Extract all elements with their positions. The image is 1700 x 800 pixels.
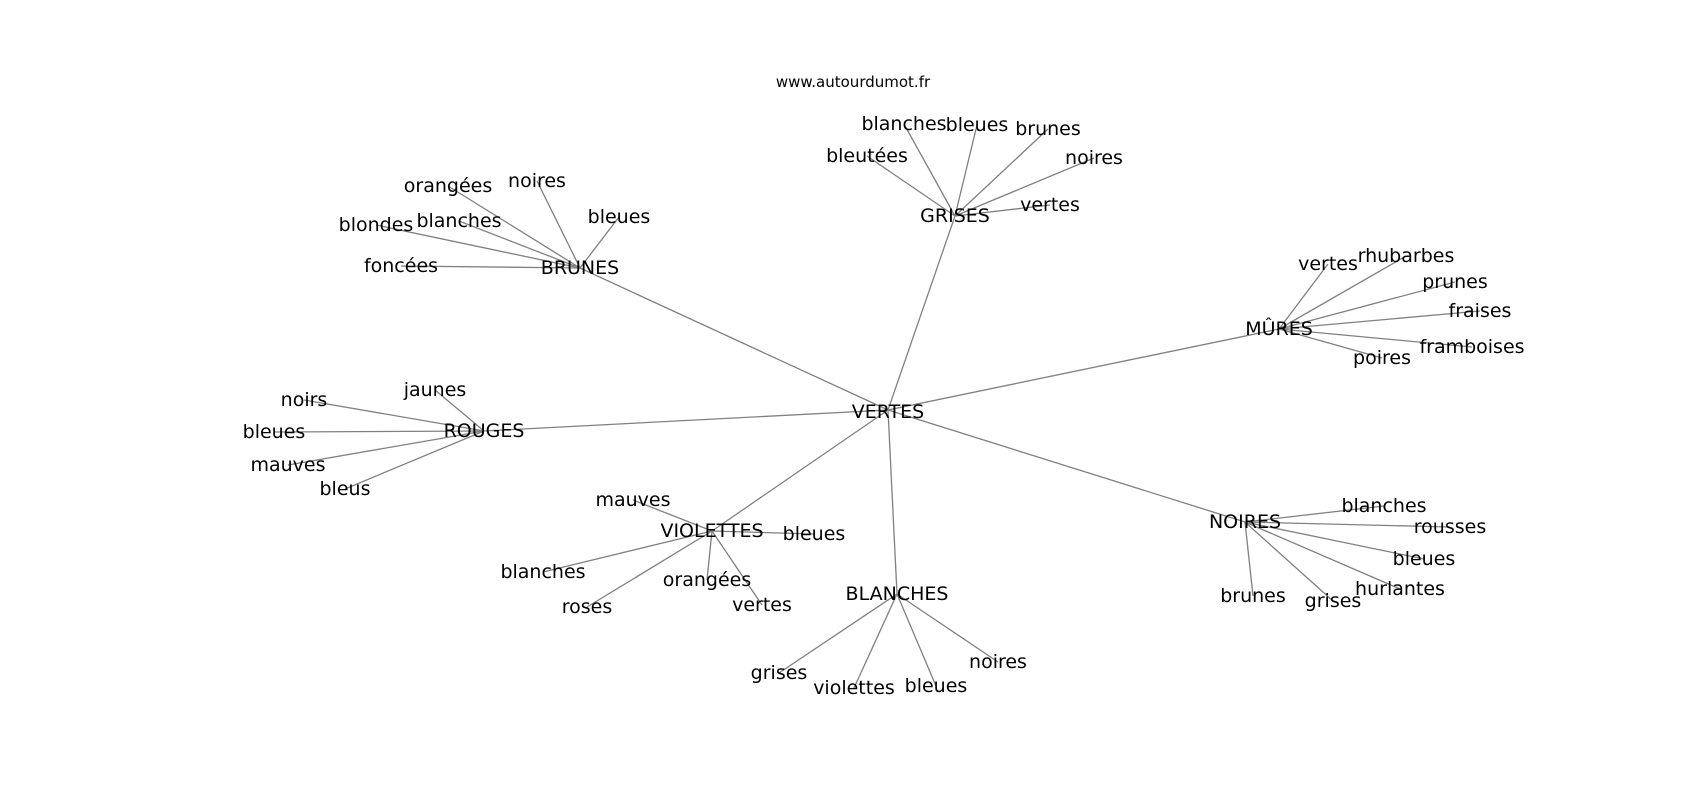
edge-cluster-to-word	[778, 593, 898, 674]
edge-cluster-to-word	[579, 216, 620, 269]
word-node-label: jaunes	[403, 379, 467, 401]
edge-cluster-to-word	[447, 185, 581, 269]
word-node-label: mauves	[250, 454, 325, 476]
cluster-node-label: NOIRES	[1209, 511, 1281, 533]
cluster-node-label: BRUNES	[541, 257, 619, 279]
edge-cluster-to-word	[1278, 310, 1481, 330]
center-node-label: VERTES	[852, 401, 925, 423]
word-node-label: rousses	[1414, 516, 1486, 538]
edge-cluster-to-word	[434, 389, 485, 432]
site-url: www.autourdumot.fr	[776, 73, 931, 91]
word-node-label: bleues	[946, 114, 1009, 136]
edge-center-to-cluster	[887, 215, 956, 411]
edge-cluster-to-word	[896, 593, 937, 687]
edge-cluster-to-word	[954, 128, 1049, 217]
word-node-label: foncées	[364, 255, 438, 277]
word-node-label: noires	[1065, 147, 1123, 169]
edge-cluster-to-word	[287, 430, 485, 466]
word-node-label: noirs	[281, 389, 328, 411]
word-node-label: bleues	[1393, 548, 1456, 570]
word-node-label: bleues	[905, 675, 968, 697]
word-node-label: bleues	[783, 523, 846, 545]
word-node-label: hurlantes	[1355, 578, 1445, 600]
edge-cluster-to-word	[896, 593, 999, 663]
word-node-label: fraises	[1449, 300, 1512, 322]
edge-cluster-to-word	[954, 204, 1051, 217]
edges-layer	[273, 123, 1481, 689]
word-node-label: grises	[1305, 590, 1362, 612]
cluster-node-label: VIOLETTES	[660, 520, 763, 542]
edge-cluster-to-word	[711, 530, 763, 606]
word-node-label: blanches	[500, 561, 585, 583]
word-node-label: roses	[562, 596, 613, 618]
edge-cluster-to-word	[706, 530, 713, 581]
edge-cluster-to-word	[1244, 521, 1451, 528]
edge-cluster-to-word	[1278, 281, 1456, 330]
word-node-label: vertes	[1020, 194, 1080, 216]
edge-center-to-cluster	[887, 409, 1246, 523]
edge-cluster-to-word	[375, 224, 581, 269]
edge-cluster-to-word	[542, 530, 713, 573]
word-node-label: rhubarbes	[1358, 245, 1455, 267]
cluster-node-label: GRISES	[920, 205, 990, 227]
edge-cluster-to-word	[853, 593, 898, 689]
edge-center-to-cluster	[711, 409, 889, 532]
edge-cluster-to-word	[954, 157, 1095, 217]
edge-center-to-cluster	[887, 328, 1280, 411]
word-node-label: vertes	[1298, 253, 1358, 275]
word-node-label: brunes	[1015, 118, 1081, 140]
word-node-label: orangées	[404, 175, 492, 197]
cluster-node-label: ROUGES	[444, 420, 525, 442]
edge-cluster-to-word	[903, 123, 956, 217]
word-node-label: bleutées	[826, 145, 908, 167]
edge-center-to-cluster	[483, 409, 889, 432]
word-node-label: mauves	[595, 489, 670, 511]
word-node-label: orangées	[663, 569, 751, 591]
edge-cluster-to-word	[1278, 263, 1329, 330]
cluster-node-label: BLANCHES	[846, 583, 949, 605]
word-node-label: blondes	[339, 214, 414, 236]
edge-cluster-to-word	[400, 265, 581, 269]
edge-cluster-to-word	[632, 499, 713, 532]
word-node-label: violettes	[813, 677, 895, 699]
edge-cluster-to-word	[1244, 505, 1385, 523]
edge-cluster-to-word	[1244, 521, 1254, 597]
edge-cluster-to-word	[344, 430, 485, 490]
word-node-label: prunes	[1422, 271, 1488, 293]
word-node-label: vertes	[732, 594, 792, 616]
edge-cluster-to-word	[273, 430, 485, 433]
edge-cluster-to-word	[866, 155, 956, 217]
word-node-label: bleus	[320, 478, 371, 500]
word-node-label: grises	[751, 662, 808, 684]
word-node-label: noires	[969, 651, 1027, 673]
word-node-label: framboises	[1419, 336, 1524, 358]
word-node-label: brunes	[1220, 585, 1286, 607]
cluster-node-label: MÛRES	[1245, 316, 1313, 340]
edge-center-to-cluster	[887, 409, 898, 595]
word-node-label: poires	[1353, 347, 1411, 369]
edge-cluster-to-word	[1244, 521, 1425, 560]
word-node-label: blanches	[861, 113, 946, 135]
word-node-label: bleues	[588, 206, 651, 228]
edge-cluster-to-word	[1244, 521, 1334, 602]
word-node-label: blanches	[416, 210, 501, 232]
edge-cluster-to-word	[536, 180, 581, 269]
edge-cluster-to-word	[1278, 328, 1383, 359]
word-node-label: noires	[508, 170, 566, 192]
edge-cluster-to-word	[458, 220, 581, 269]
edge-center-to-cluster	[579, 267, 889, 411]
edge-cluster-to-word	[303, 399, 485, 432]
word-node-label: bleues	[243, 421, 306, 443]
edge-cluster-to-word	[954, 124, 978, 217]
edge-cluster-to-word	[711, 530, 815, 535]
word-node-label: blanches	[1341, 495, 1426, 517]
edge-cluster-to-word	[1278, 255, 1407, 330]
edge-cluster-to-word	[1244, 521, 1401, 590]
edge-cluster-to-word	[1278, 328, 1473, 348]
edge-cluster-to-word	[586, 530, 713, 608]
